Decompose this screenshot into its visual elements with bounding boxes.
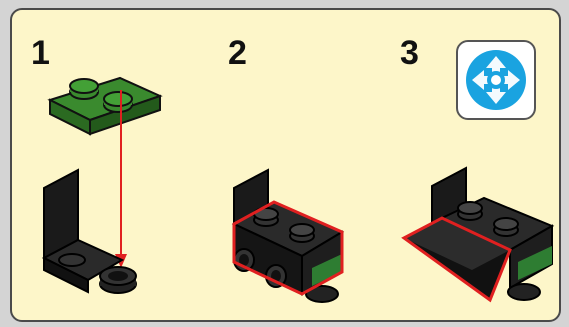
black-bracket-step1 xyxy=(44,170,136,293)
green-plate-2x1 xyxy=(50,78,160,134)
assembly-step3 xyxy=(404,168,552,300)
instruction-panel: 1 2 3 xyxy=(10,8,561,322)
assembly-step2 xyxy=(234,170,342,302)
